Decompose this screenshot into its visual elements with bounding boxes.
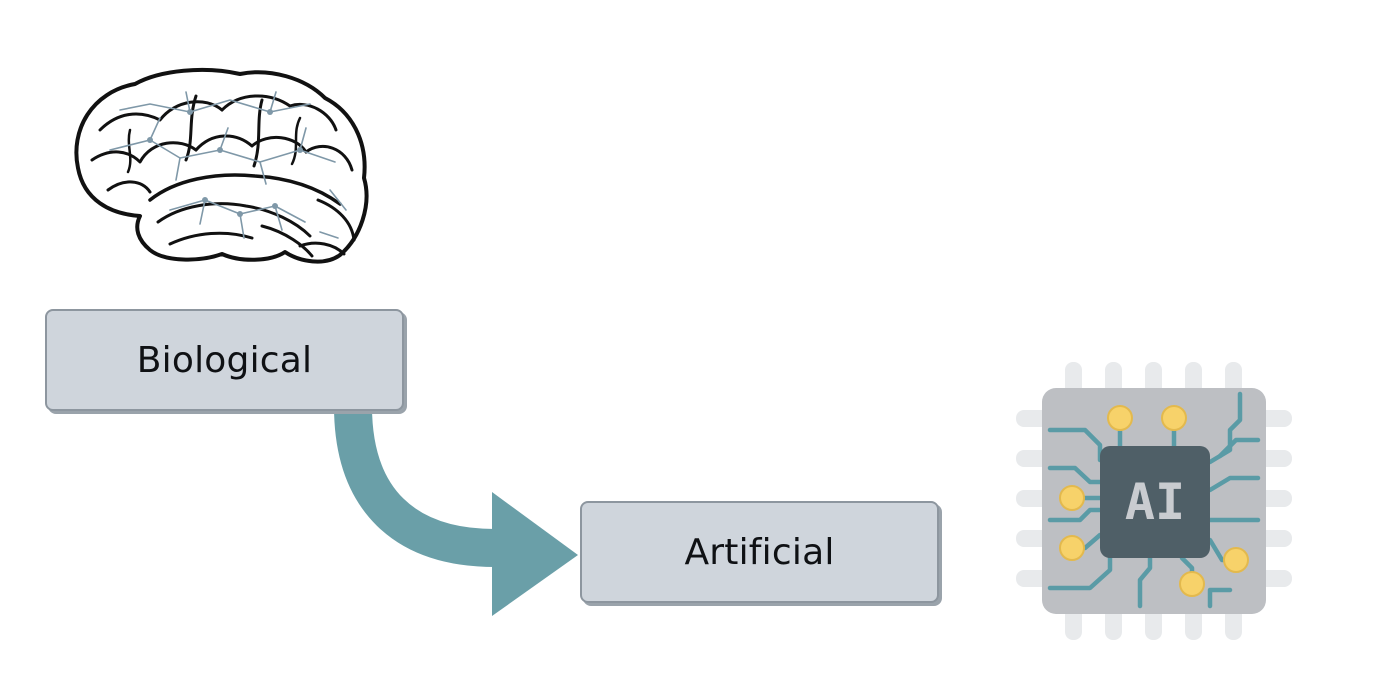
arrowhead <box>492 492 578 616</box>
biological-node: Biological <box>45 309 404 411</box>
artificial-node: Artificial <box>580 501 939 603</box>
brain-icon <box>74 67 369 264</box>
ai-chip-icon: AI <box>1016 362 1292 640</box>
artificial-node-label: Artificial <box>684 531 835 573</box>
curved-arrow <box>334 405 578 616</box>
chip-label: AI <box>1125 473 1185 531</box>
biological-node-label: Biological <box>136 339 313 381</box>
